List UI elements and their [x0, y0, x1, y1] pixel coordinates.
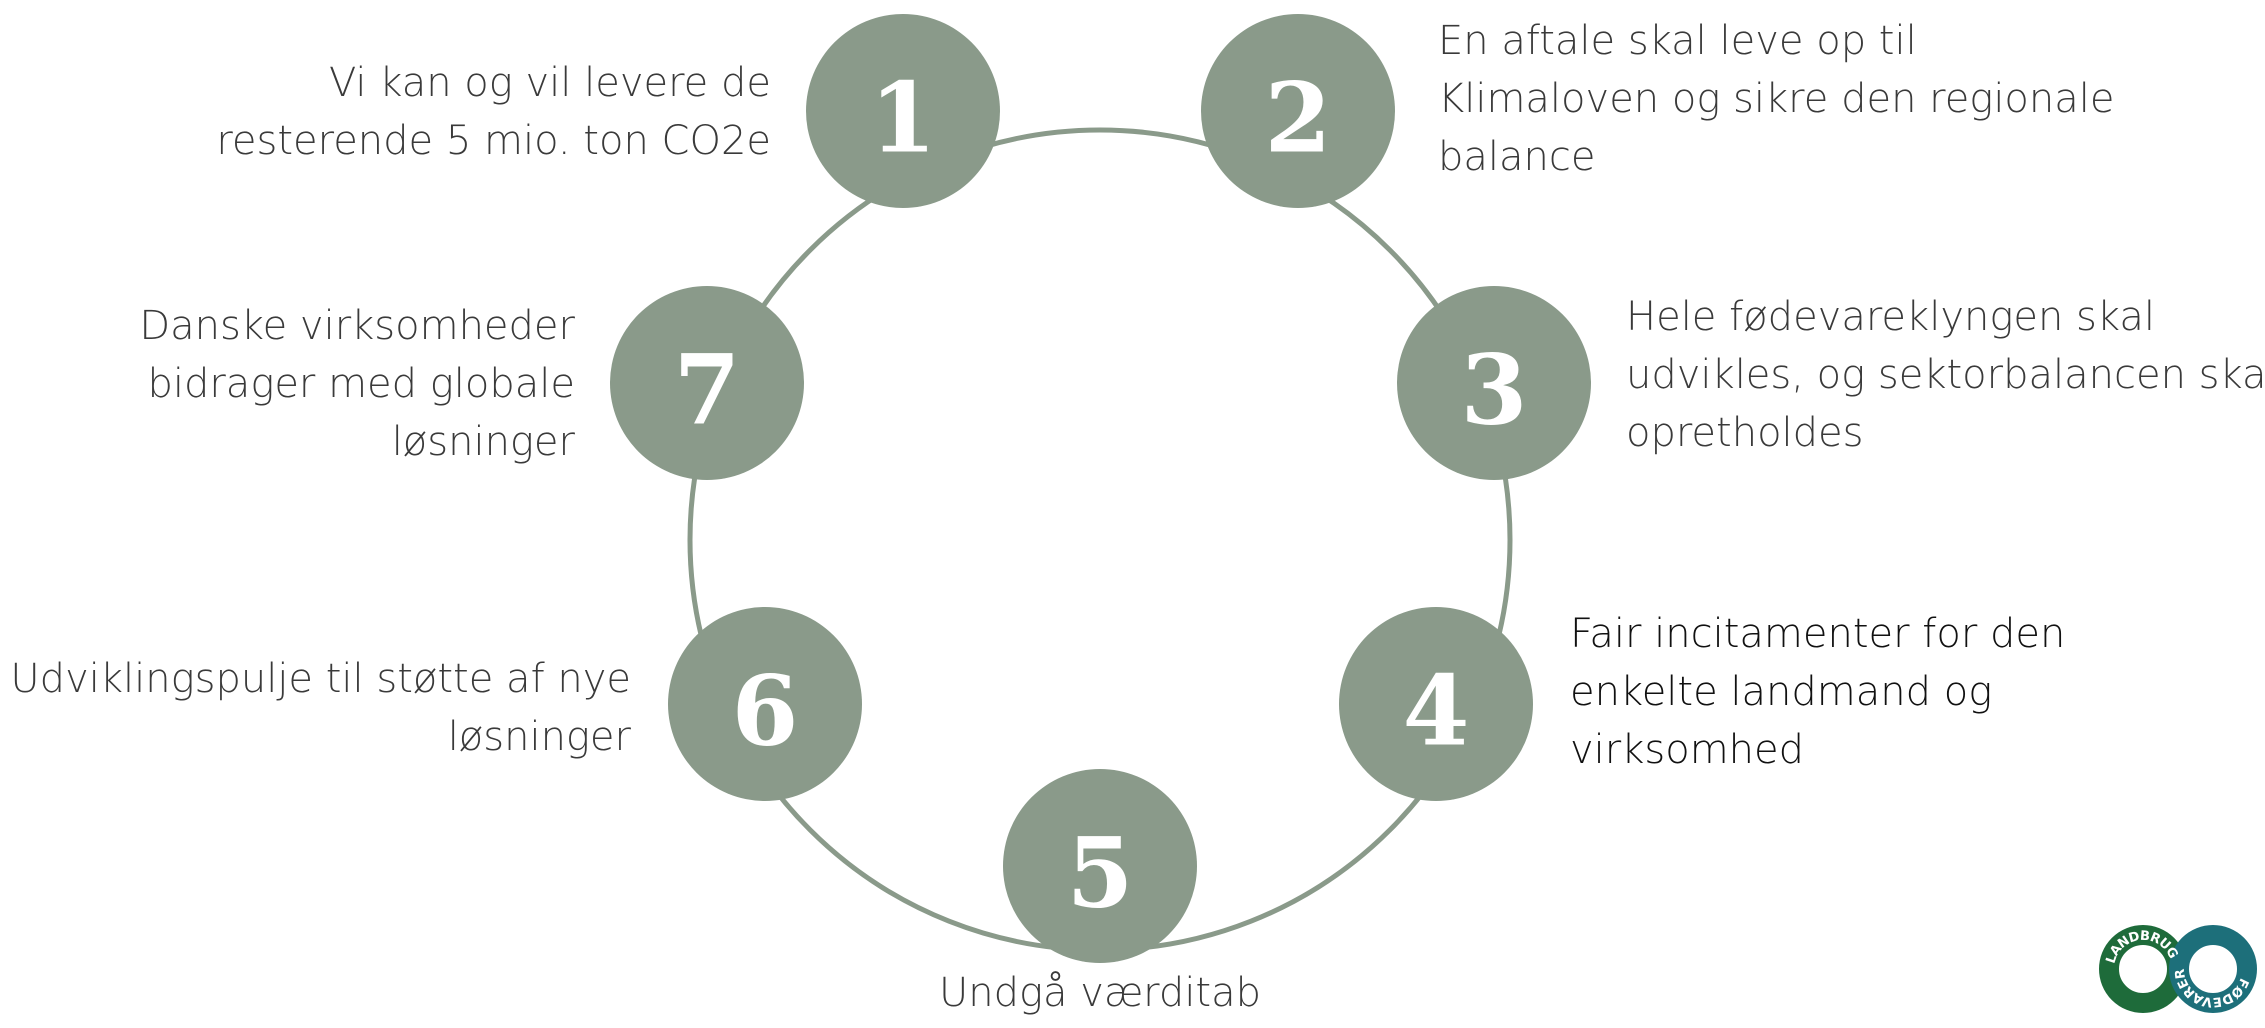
- step-number-6: 6: [732, 655, 799, 768]
- step-label-2-line-1: En aftale skal leve op til: [1438, 18, 1917, 64]
- step-label-5: Undgå værditab: [900, 964, 1300, 1022]
- step-label-3: Hele fødevareklyngen skal udvikles, og s…: [1626, 288, 2265, 462]
- step-number-1: 1: [870, 62, 937, 175]
- step-number-5: 5: [1067, 817, 1134, 930]
- step-label-4-line-1: Fair incitamenter for den: [1570, 611, 2066, 657]
- step-number-7: 7: [674, 334, 741, 447]
- step-label-1-line-1: Vi kan og vil levere de: [328, 60, 771, 106]
- step-node-4: 4: [1339, 607, 1533, 801]
- step-label-3-line-3: opretholdes: [1626, 410, 1864, 456]
- step-number-2: 2: [1265, 62, 1332, 175]
- step-label-4: Fair incitamenter for den enkelte landma…: [1570, 605, 2065, 779]
- step-label-6-line-1: Udviklingspulje til støtte af nye: [10, 656, 631, 702]
- logo-right-ring: [2169, 925, 2257, 1013]
- step-label-4-line-3: virksomhed: [1570, 727, 1805, 773]
- step-label-6-line-2: løsninger: [447, 714, 631, 760]
- step-label-7-line-2: bidrager med globale: [147, 361, 575, 407]
- step-label-5-line-1: Undgå værditab: [938, 970, 1262, 1016]
- step-circle-6: [668, 607, 862, 801]
- step-node-2: 2: [1201, 14, 1395, 208]
- step-circle-3: [1397, 286, 1591, 480]
- step-node-5: 5: [1003, 769, 1197, 963]
- step-number-3: 3: [1461, 334, 1528, 447]
- landbrug-foedevarer-logo: LANDBRUG FØDEVARER: [2099, 925, 2257, 1013]
- step-label-7-line-3: løsninger: [391, 419, 575, 465]
- step-circle-5: [1003, 769, 1197, 963]
- step-label-3-line-1: Hele fødevareklyngen skal: [1626, 294, 2155, 340]
- step-number-4: 4: [1403, 655, 1470, 768]
- step-label-2-line-3: balance: [1438, 134, 1596, 180]
- step-label-1-line-2: resterende 5 mio. ton CO2e: [216, 118, 771, 164]
- step-node-3: 3: [1397, 286, 1591, 480]
- step-circle-1: [806, 14, 1000, 208]
- step-label-4-line-2: enkelte landmand og: [1570, 669, 1993, 715]
- step-label-6: Udviklingspulje til støtte af nye løsnin…: [10, 650, 631, 766]
- step-node-1: 1: [806, 14, 1000, 208]
- step-label-7-line-1: Danske virksomheder: [139, 303, 575, 349]
- step-circle-4: [1339, 607, 1533, 801]
- step-label-2: En aftale skal leve op til Klimaloven og…: [1438, 12, 2114, 186]
- step-label-3-line-2: udvikles, og sektorbalancen skal: [1626, 352, 2265, 398]
- step-node-6: 6: [668, 607, 862, 801]
- step-label-1: Vi kan og vil levere de resterende 5 mio…: [216, 54, 771, 170]
- step-label-7: Danske virksomheder bidrager med globale…: [139, 297, 575, 471]
- step-circle-7: [610, 286, 804, 480]
- step-node-7: 7: [610, 286, 804, 480]
- step-label-2-line-2: Klimaloven og sikre den regionale: [1438, 76, 2115, 122]
- step-circle-2: [1201, 14, 1395, 208]
